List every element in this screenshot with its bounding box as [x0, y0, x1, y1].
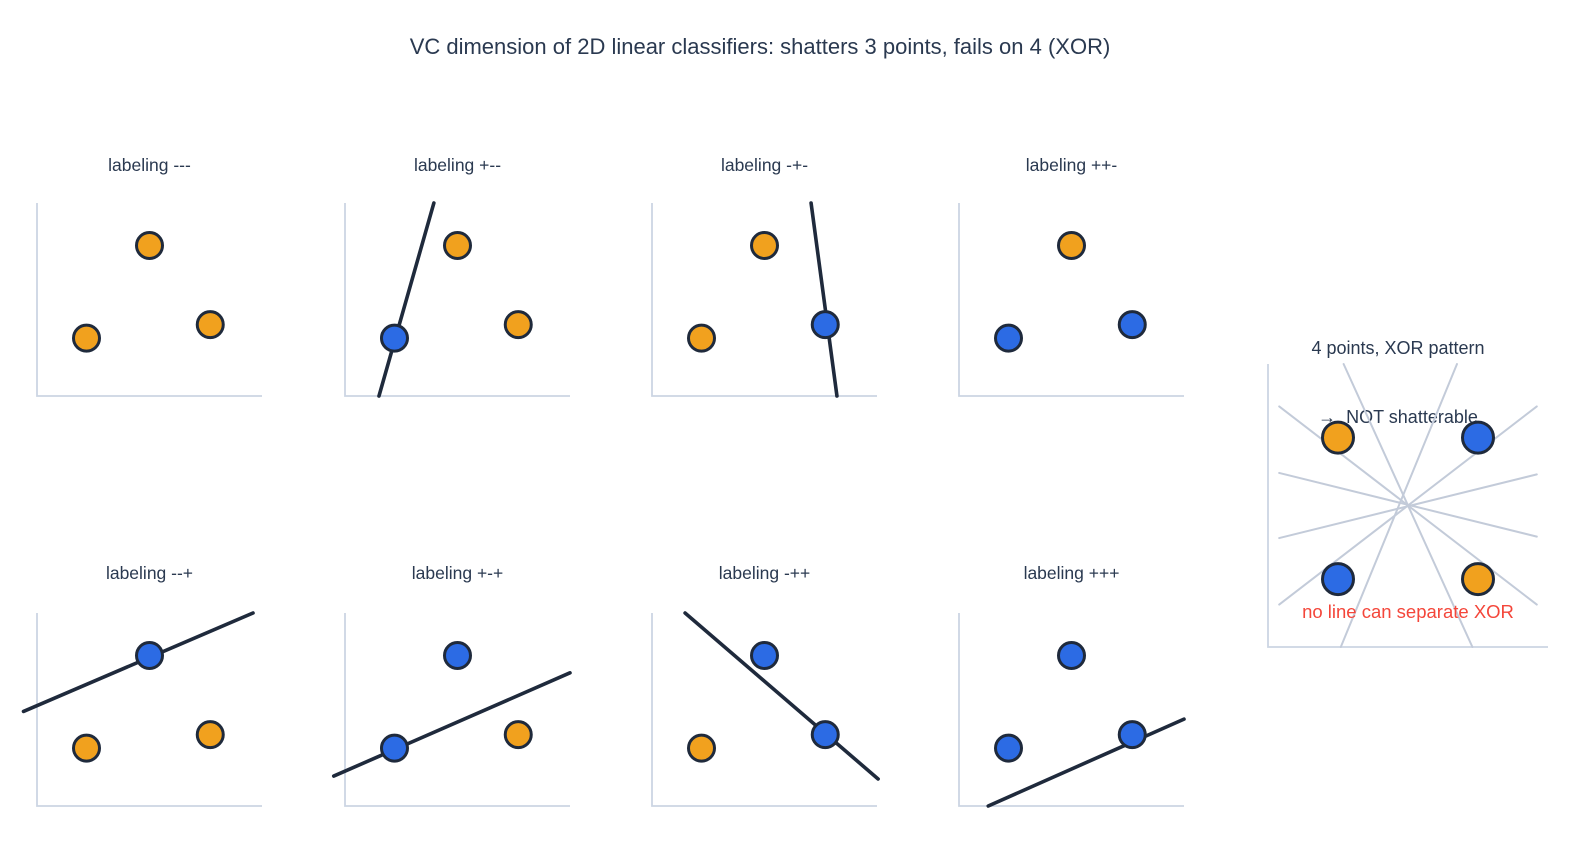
xor-title-line2: → NOT shatterable [1318, 407, 1478, 427]
panel-plot-6 [651, 611, 880, 807]
data-point [1461, 420, 1495, 455]
panel-plot-0 [36, 203, 262, 397]
data-point [1461, 562, 1495, 597]
data-point [687, 733, 716, 763]
panel-plot-1 [344, 201, 570, 398]
separator-line [809, 201, 839, 398]
data-point [1117, 720, 1147, 750]
candidate-line [1278, 471, 1538, 538]
axes-spines [1267, 364, 1548, 648]
panel-title-3: labeling ++- [1025, 155, 1118, 175]
axes-spines [344, 613, 570, 807]
data-point [135, 230, 164, 260]
panel-plot-7 [958, 613, 1186, 808]
panel-title-0: labeling --- [108, 155, 191, 175]
separator-line [986, 717, 1186, 808]
data-point [72, 733, 101, 763]
data-point [810, 720, 840, 750]
data-point [750, 640, 779, 670]
panel-plot-2 [651, 201, 877, 398]
panel-title-5: labeling +-+ [411, 563, 504, 583]
xor-annotation: no line can separate XOR [1302, 601, 1514, 622]
data-point [1321, 562, 1355, 597]
figure-title: VC dimension of 2D linear classifiers: s… [409, 34, 1111, 59]
data-point [195, 720, 225, 750]
xor-panel-title: 4 points, XOR pattern → NOT shatterable [1238, 291, 1558, 475]
data-point [503, 310, 533, 340]
data-point [810, 310, 840, 340]
data-point [443, 640, 472, 670]
xor-title-line1: 4 points, XOR pattern [1311, 338, 1485, 358]
panel-plot-3 [958, 203, 1184, 397]
data-point [687, 323, 716, 353]
axes-spines [651, 203, 877, 397]
data-point [1057, 640, 1086, 670]
data-point [994, 323, 1023, 353]
panel-title-7: labeling +++ [1023, 563, 1120, 583]
data-point [1057, 230, 1086, 260]
candidate-line [1339, 363, 1458, 648]
separator-line [331, 671, 572, 778]
candidate-line [1278, 473, 1538, 540]
panel-title-4: labeling --+ [105, 563, 194, 583]
xor-plot [1267, 363, 1548, 648]
separator-line [683, 611, 880, 781]
data-point [195, 310, 225, 340]
panel-plot-4 [21, 611, 262, 807]
data-point [503, 720, 533, 750]
axes-spines [36, 613, 262, 807]
axes-spines [651, 613, 877, 807]
data-point [750, 230, 779, 260]
data-point [443, 230, 472, 260]
axes-spines [344, 203, 570, 397]
panel-title-1: labeling +-- [413, 155, 502, 175]
panel-title-6: labeling -++ [718, 563, 811, 583]
panel-title-2: labeling -+- [720, 155, 809, 175]
axes-spines [36, 203, 262, 397]
data-point [72, 323, 101, 353]
separator-line [377, 201, 436, 398]
axes-spines [958, 613, 1184, 807]
data-point [135, 640, 164, 670]
data-point [1117, 310, 1147, 340]
axes-spines [958, 203, 1184, 397]
data-point [380, 733, 409, 763]
data-point [994, 733, 1023, 763]
panel-plot-5 [331, 613, 572, 807]
data-point [380, 323, 409, 353]
data-point [1321, 420, 1355, 455]
